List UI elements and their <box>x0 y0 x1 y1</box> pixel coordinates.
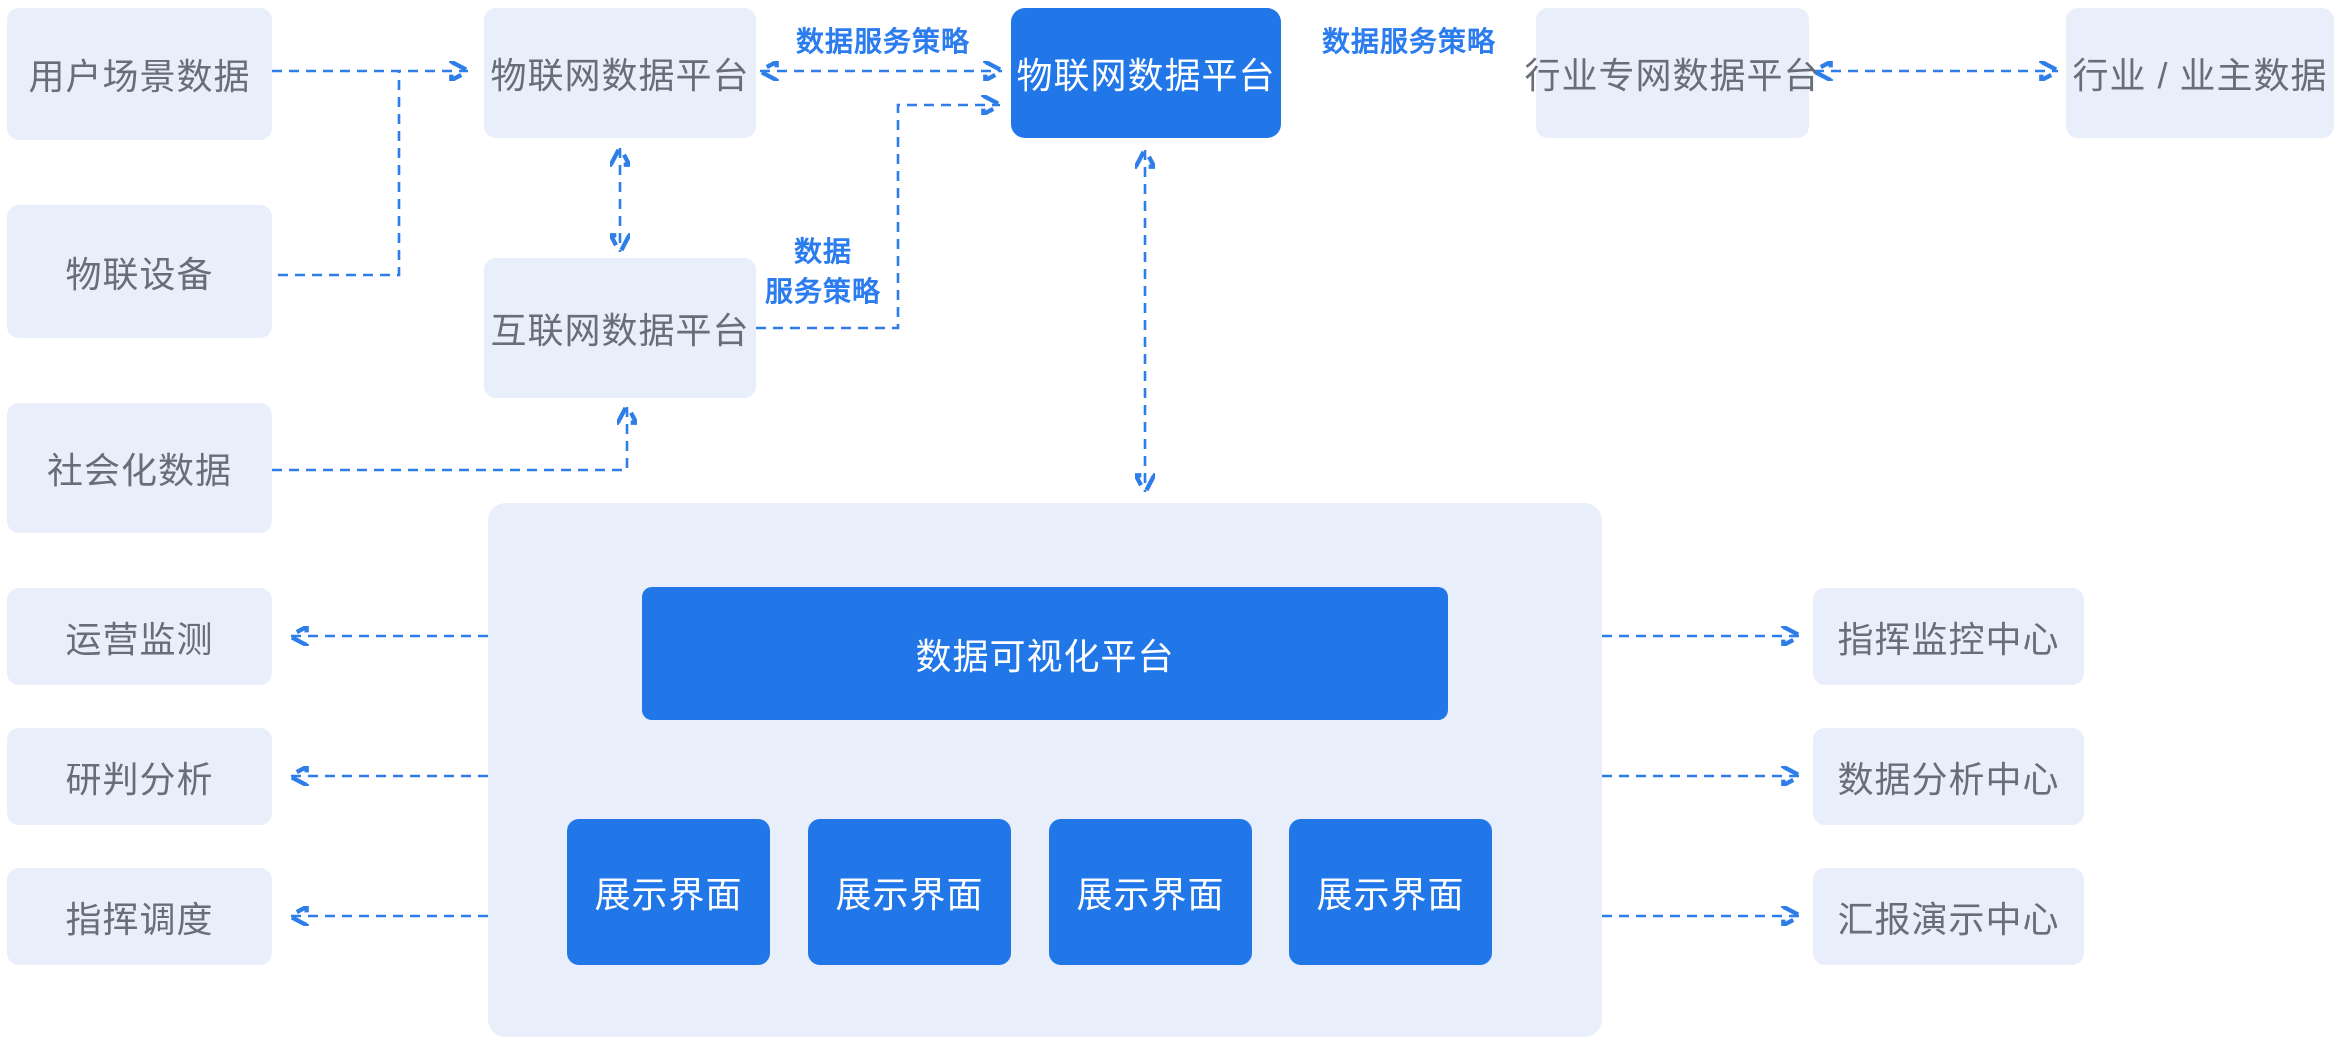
center-box-data-analysis: 数据分析中心 <box>1813 728 2084 825</box>
platform-box-internet-data: 互联网数据平台 <box>484 258 756 398</box>
label-policy-internet-line1: 数据 <box>793 236 852 267</box>
arrow-internet-to-iot-center <box>756 105 1000 330</box>
platform-box-industry-private-network: 行业专网数据平台 <box>1525 8 1820 138</box>
platform-box-industry-owner-data: 行业 / 业主数据 <box>2066 8 2334 138</box>
source-box-social-data: 社会化数据 <box>7 403 272 533</box>
output-box-command-dispatch: 指挥调度 <box>7 868 272 965</box>
output-box-analysis-judgment: 研判分析 <box>7 728 272 825</box>
display-interface-box-4: 展示界面 <box>1289 819 1492 965</box>
arrow-social-to-internet-platform <box>272 406 627 472</box>
label-data-service-policy-internet: 数据 服务策略 <box>743 232 903 312</box>
output-box-operation-monitoring: 运营监测 <box>7 588 272 685</box>
platform-box-iot-data-center: 物联网数据平台 <box>1011 8 1281 138</box>
platform-box-iot-data-left: 物联网数据平台 <box>484 8 756 138</box>
center-box-report-presentation: 汇报演示中心 <box>1813 868 2084 965</box>
label-policy-internet-line2: 服务策略 <box>764 276 881 307</box>
viz-platform-box: 数据可视化平台 <box>642 587 1448 720</box>
label-data-service-policy-right: 数据服务策略 <box>1322 26 1497 57</box>
source-box-iot-device: 物联设备 <box>7 205 272 338</box>
label-data-service-policy-left: 数据服务策略 <box>796 26 971 57</box>
display-interface-box-2: 展示界面 <box>808 819 1011 965</box>
display-interface-box-3: 展示界面 <box>1049 819 1252 965</box>
arrow-iot-device-branch <box>278 71 401 277</box>
center-box-command-monitoring: 指挥监控中心 <box>1813 588 2084 685</box>
source-box-user-scenario-data: 用户场景数据 <box>7 8 272 140</box>
display-interface-box-1: 展示界面 <box>567 819 770 965</box>
